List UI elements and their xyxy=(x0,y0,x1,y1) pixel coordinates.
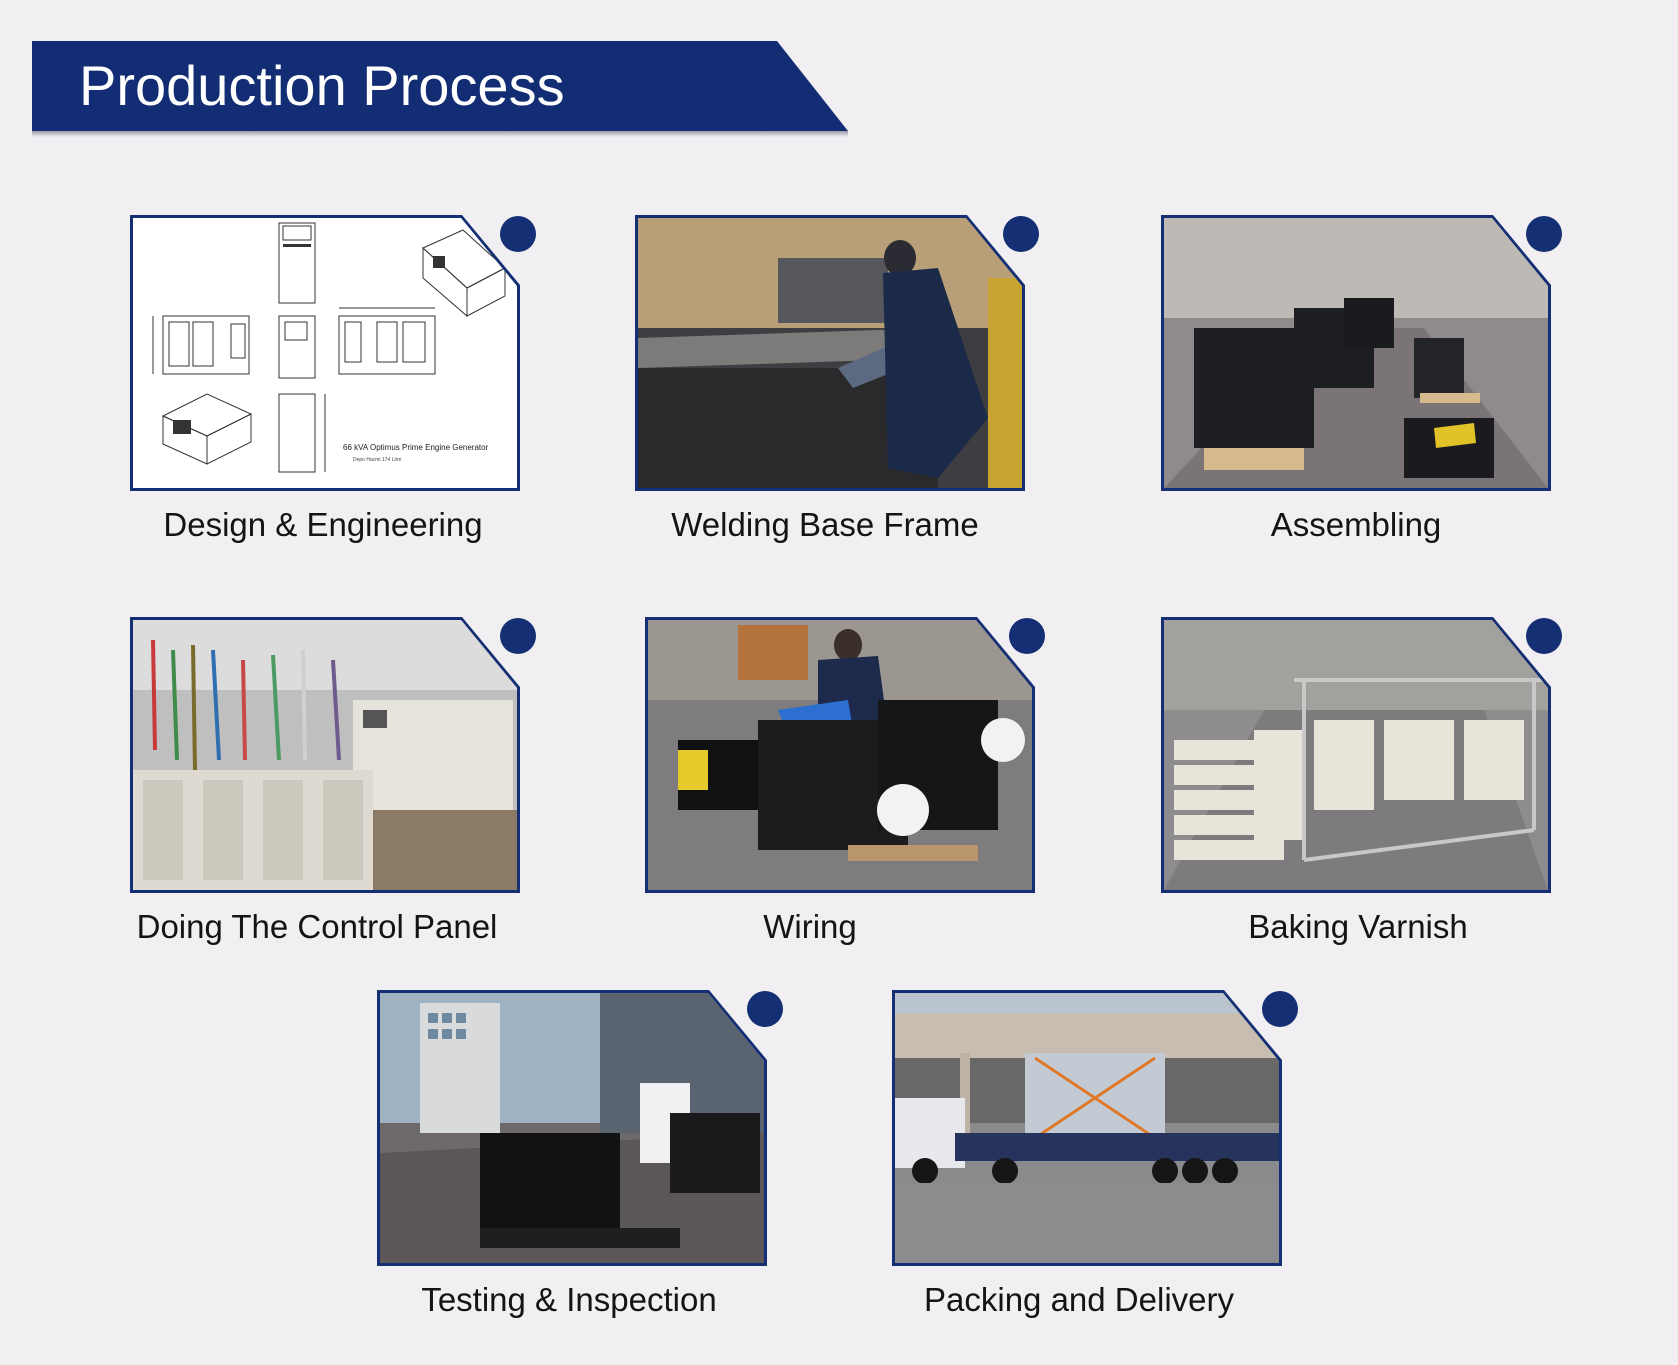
technical-drawing-image: 66 kVA Optimus Prime Engine Generator De… xyxy=(133,218,517,488)
baking-varnish-photo xyxy=(1164,620,1548,890)
step-caption: Testing & Inspection xyxy=(421,1281,717,1318)
header-shadow xyxy=(32,131,848,137)
step-bullet-icon xyxy=(1003,216,1039,252)
step-bullet-icon xyxy=(500,618,536,654)
step-caption: Packing and Delivery xyxy=(924,1281,1234,1318)
wiring-photo xyxy=(648,620,1032,890)
step-bullet-icon xyxy=(1262,991,1298,1027)
step-caption: Baking Varnish xyxy=(1248,908,1468,945)
step-caption: Welding Base Frame xyxy=(671,506,979,543)
page-title: Production Process xyxy=(79,54,565,117)
step-caption: Assembling xyxy=(1270,506,1442,543)
packing-delivery-photo xyxy=(895,993,1279,1263)
drawing-title-text: 66 kVA Optimus Prime Engine Generator xyxy=(343,443,489,452)
step-caption: Design & Engineering xyxy=(163,506,483,543)
control-panel-photo xyxy=(133,620,517,890)
step-bullet-icon xyxy=(500,216,536,252)
step-bullet-icon xyxy=(1526,618,1562,654)
testing-photo xyxy=(380,993,764,1263)
step-bullet-icon xyxy=(1526,216,1562,252)
assembling-photo xyxy=(1164,218,1548,488)
welding-photo xyxy=(638,218,1022,488)
drawing-subtitle-text: Depo Hacmi 174 Litre xyxy=(353,457,402,463)
step-bullet-icon xyxy=(1009,618,1045,654)
page-header-banner: Production Process xyxy=(32,41,848,131)
step-bullet-icon xyxy=(747,991,783,1027)
step-caption: Wiring xyxy=(763,908,857,945)
step-caption: Doing The Control Panel xyxy=(136,908,498,945)
